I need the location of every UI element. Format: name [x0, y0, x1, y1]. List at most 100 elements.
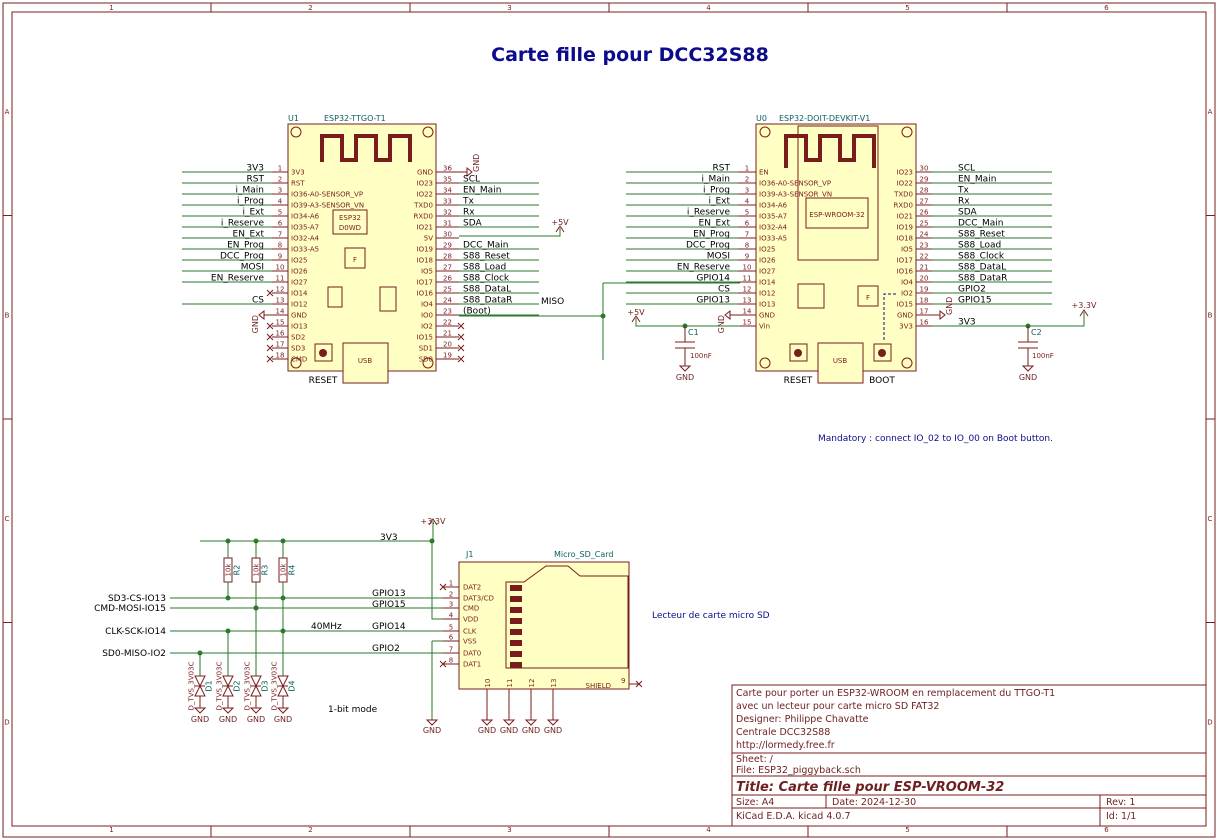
pin-number: 16 [920, 319, 929, 327]
u0-reset-button[interactable] [789, 343, 808, 362]
pin-name: IO19 [897, 224, 913, 232]
net-label: S88_DataL [463, 285, 511, 295]
j1-pin-name: DAT0 [463, 650, 481, 658]
pin-name: IO17 [417, 279, 433, 287]
net-label: EN_Main [958, 175, 996, 185]
v33-wire [932, 312, 1085, 327]
sd-block-label: Lecteur de carte micro SD [652, 611, 770, 621]
net-label: SDA [958, 208, 977, 218]
pin-name: IO4 [901, 279, 914, 287]
no-connect-mark [457, 322, 465, 330]
net-label: GPIO13 [696, 296, 730, 306]
u1-mount-hole [422, 357, 434, 369]
tb-date: Date: 2024-12-30 [832, 797, 916, 808]
col-label-bottom: 1 [109, 826, 113, 834]
pin-name: SD1 [419, 345, 433, 353]
no-connect-mark [457, 344, 465, 352]
gnd-label: GND [544, 726, 562, 735]
u0-value: ESP32-DOIT-DEVKIT-V1 [779, 114, 870, 123]
pin-name: IO21 [417, 224, 433, 232]
sd-section[interactable]: J1 Micro_SD_Card SHIELD 9 DAT21DAT3/CD2C… [439, 550, 643, 735]
u1-esp32-ttgo[interactable]: ESP32 D0WD F USB RESET U1 ESP32-TTGO-T1 … [182, 114, 539, 386]
row-label-right: B [1208, 311, 1213, 319]
signal-junction [225, 595, 231, 601]
u0-mount-hole [901, 357, 913, 369]
pin-number: 22 [920, 253, 929, 261]
sd-contact-pad [510, 651, 522, 657]
pin-name: IO16 [417, 290, 434, 298]
j1-pin-name: DAT2 [463, 584, 481, 592]
net-label: Tx [462, 197, 474, 207]
net-label: S88_Load [958, 241, 1001, 251]
pin-name: IO35-A7 [291, 224, 319, 232]
pin-number: 25 [920, 220, 929, 228]
j1-pin-name: CLK [463, 628, 477, 636]
pin-number: 6 [745, 220, 750, 228]
u1-chip-label-1: ESP32 [339, 214, 361, 222]
pin-name: IO12 [291, 301, 307, 309]
row-label-right: D [1207, 718, 1212, 726]
pin-name: IO35-A7 [759, 213, 787, 221]
pin-number: 23 [443, 308, 452, 316]
c2-gnd-label: GND [1019, 373, 1037, 382]
pin-name: IO25 [291, 257, 307, 265]
j1-body [458, 561, 630, 690]
net-label: S88_DataR [463, 296, 512, 306]
net-label: EN_Reserve [677, 263, 731, 273]
c1-value: 100nF [690, 352, 712, 360]
net-label: 3V3 [246, 164, 264, 174]
net-label: RST [713, 164, 731, 174]
col-label-top: 1 [109, 4, 113, 12]
u0-f-label: F [866, 294, 870, 302]
power-5v-c1: +5V C1 100nF GND [627, 308, 740, 382]
gnd-icon [249, 707, 263, 714]
tb-id: Id: 1/1 [1106, 811, 1136, 822]
pin-number: 21 [920, 264, 929, 272]
net-label: MOSI [707, 252, 730, 262]
j1-pin-number: 4 [449, 612, 454, 620]
net-label: EN_Prog [693, 230, 730, 240]
u1-reset-button[interactable] [314, 343, 333, 362]
pin-number: 14 [276, 308, 285, 316]
pin-name: 5V [424, 235, 433, 243]
net-label: EN_Ext [699, 219, 731, 229]
net-label: EN_Main [463, 186, 501, 196]
u1-p5v-arrow-icon [555, 225, 565, 233]
gnd-icon [193, 707, 207, 714]
u0-esp32-doit[interactable]: ESP-WROOM-32 F USB RESET BOOT U0 ESP32-D… [626, 114, 1052, 386]
col-label-bottom: 6 [1104, 826, 1109, 834]
pin-name: IO32-A4 [759, 224, 788, 232]
pin-name: IO14 [759, 279, 776, 287]
pin-number: 19 [443, 352, 452, 360]
pin-name: SD2 [291, 334, 305, 342]
pin-number: 12 [743, 286, 752, 294]
tb-rev: Rev: 1 [1106, 797, 1135, 808]
net-label: DCC_Prog [220, 252, 264, 262]
pin-number: 13 [743, 297, 752, 305]
resistor-ref: R3 [261, 565, 270, 576]
pin-number: 25 [443, 286, 452, 294]
u0-module-shield [805, 197, 869, 229]
u0-boot-button[interactable] [873, 343, 892, 362]
pin-number: 28 [920, 187, 929, 195]
gnd-label: GND [251, 315, 260, 333]
pin-number: 27 [920, 198, 929, 206]
tb-size: Size: A4 [736, 797, 774, 808]
pin-name: IO2 [901, 290, 913, 298]
pin-name: IO22 [417, 191, 433, 199]
net-label: GPIO15 [958, 296, 992, 306]
row-label-left: D [4, 718, 9, 726]
pin-number: 3 [745, 187, 749, 195]
sd-vdd-wire [431, 541, 443, 620]
no-connect-mark [439, 583, 447, 591]
j1-value: Micro_SD_Card [554, 550, 613, 559]
pin-number: 1 [745, 165, 749, 173]
j1-bottom-pin-number: 11 [506, 679, 514, 688]
j1-pin-number: 6 [449, 634, 454, 642]
pin-name: IO21 [897, 213, 913, 221]
net-label: DCC_Main [958, 219, 1003, 229]
sd-gnd-label: GND [423, 726, 441, 735]
